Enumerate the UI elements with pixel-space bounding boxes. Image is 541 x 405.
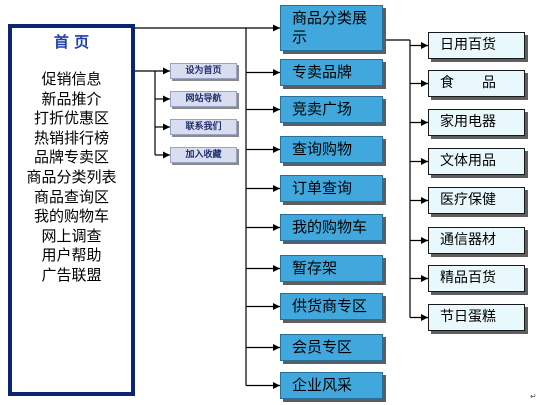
home-item-product-search: 商品查询区: [33, 187, 109, 206]
node-holiday-cakes: 节日蛋糕: [428, 304, 525, 331]
home-item-brand-zone: 品牌专卖区: [33, 148, 109, 167]
node-stationery-sports: 文体用品: [428, 148, 525, 175]
home-item-ad-alliance: 广告联盟: [41, 265, 102, 284]
home-item-promotions: 促销信息: [41, 70, 102, 88]
node-auction-square: 竞卖广场: [280, 96, 383, 123]
node-set-homepage: 设为首页: [170, 63, 237, 79]
home-item-bestseller-ranking: 热销排行榜: [33, 128, 109, 147]
node-supplier-zone: 供货商专区: [280, 293, 383, 320]
node-company-profile: 企业风采: [280, 372, 383, 399]
node-member-zone: 会员专区: [280, 334, 383, 361]
node-health-care: 医疗保健: [428, 187, 525, 214]
node-holding-shelf: 暂存架: [280, 255, 383, 282]
node-add-favorite: 加入收藏: [170, 147, 237, 163]
home-item-list: 促销信息 新品推介 打折优惠区 热销排行榜 品牌专卖区 商品分类列表 商品查询区…: [12, 70, 131, 286]
node-contact-us: 联系我们: [170, 119, 237, 135]
node-communication-equipment: 通信器材: [428, 227, 525, 254]
home-item-category-list: 商品分类列表: [26, 167, 117, 186]
node-my-cart: 我的购物车: [280, 214, 383, 241]
node-boutique-goods: 精品百货: [428, 265, 525, 292]
home-item-discount-zone: 打折优惠区: [33, 109, 109, 128]
node-brand-store: 专卖品牌: [280, 59, 383, 86]
node-search-shopping: 查询购物: [280, 136, 383, 163]
node-site-navigation: 网站导航: [170, 91, 237, 107]
home-item-new-products: 新品推介: [41, 89, 102, 108]
node-daily-goods: 日用百货: [428, 32, 525, 59]
home-item-my-cart: 我的购物车: [33, 207, 109, 226]
node-order-inquiry: 订单查询: [280, 175, 383, 202]
home-item-user-help: 用户帮助: [41, 246, 102, 265]
home-page-node: 首 页 促销信息 新品推介 打折优惠区 热销排行榜 品牌专卖区 商品分类列表 商…: [8, 24, 135, 396]
home-item-online-survey: 网上调查: [41, 226, 102, 245]
node-home-appliances: 家用电器: [428, 109, 525, 136]
node-food: 食 品: [428, 70, 525, 97]
home-title: 首 页: [53, 33, 90, 51]
node-product-category-display: 商品分类展示: [280, 5, 383, 51]
paragraph-mark: ↵: [530, 392, 537, 401]
